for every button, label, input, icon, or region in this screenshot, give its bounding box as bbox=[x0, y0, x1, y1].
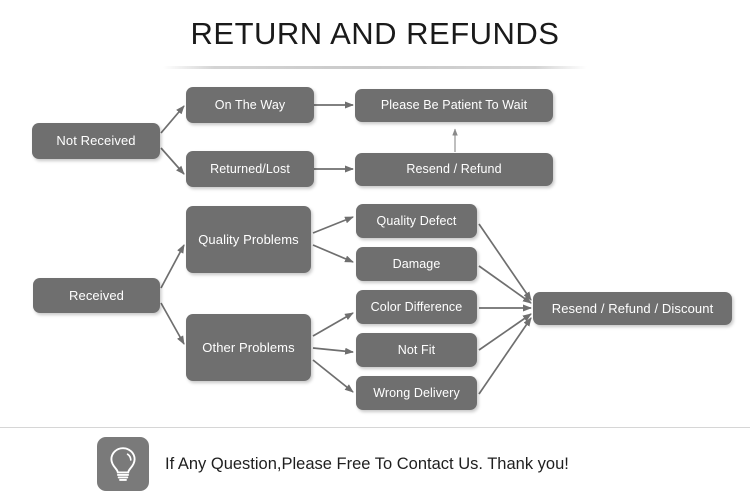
arrow-not-fit-to-final bbox=[478, 313, 532, 351]
node-not-received[interactable]: Not Received bbox=[32, 123, 160, 159]
node-resend-refund-discount[interactable]: Resend / Refund / Discount bbox=[533, 292, 732, 325]
footer-divider bbox=[0, 427, 750, 428]
node-resend-refund[interactable]: Resend / Refund bbox=[355, 153, 553, 186]
lightbulb-icon bbox=[97, 437, 149, 491]
arrow-quality-problems-to-damage bbox=[312, 244, 354, 263]
node-please-be-patient-to-wait[interactable]: Please Be Patient To Wait bbox=[355, 89, 553, 122]
arrow-received-to-other-problems bbox=[160, 302, 185, 345]
page-title: RETURN AND REFUNDS bbox=[190, 16, 560, 51]
node-returned-lost[interactable]: Returned/Lost bbox=[186, 151, 314, 187]
arrow-received-to-quality-problems bbox=[160, 244, 185, 289]
arrow-quality-defect-to-final bbox=[478, 223, 532, 301]
node-other-problems[interactable]: Other Problems bbox=[186, 314, 311, 381]
node-quality-problems[interactable]: Quality Problems bbox=[186, 206, 311, 273]
arrow-quality-problems-to-quality-defect bbox=[312, 216, 354, 234]
footer-message: If Any Question,Please Free To Contact U… bbox=[165, 454, 569, 473]
arrow-damage-to-final bbox=[478, 265, 532, 304]
node-received[interactable]: Received bbox=[33, 278, 160, 313]
node-wrong-delivery[interactable]: Wrong Delivery bbox=[356, 376, 477, 410]
arrow-not-received-to-on-the-way bbox=[160, 105, 185, 134]
arrow-other-problems-to-color-difference bbox=[312, 312, 354, 337]
node-color-difference[interactable]: Color Difference bbox=[356, 290, 477, 324]
node-damage[interactable]: Damage bbox=[356, 247, 477, 281]
arrow-not-received-to-returned-lost bbox=[160, 147, 185, 175]
node-not-fit[interactable]: Not Fit bbox=[356, 333, 477, 367]
arrow-wrong-delivery-to-final bbox=[478, 317, 532, 395]
node-quality-defect[interactable]: Quality Defect bbox=[356, 204, 477, 238]
arrow-other-problems-to-wrong-delivery bbox=[312, 359, 354, 393]
arrow-other-problems-to-not-fit bbox=[312, 347, 354, 355]
node-on-the-way[interactable]: On The Way bbox=[186, 87, 314, 123]
footer: If Any Question,Please Free To Contact U… bbox=[97, 437, 569, 491]
title-divider bbox=[163, 66, 587, 69]
